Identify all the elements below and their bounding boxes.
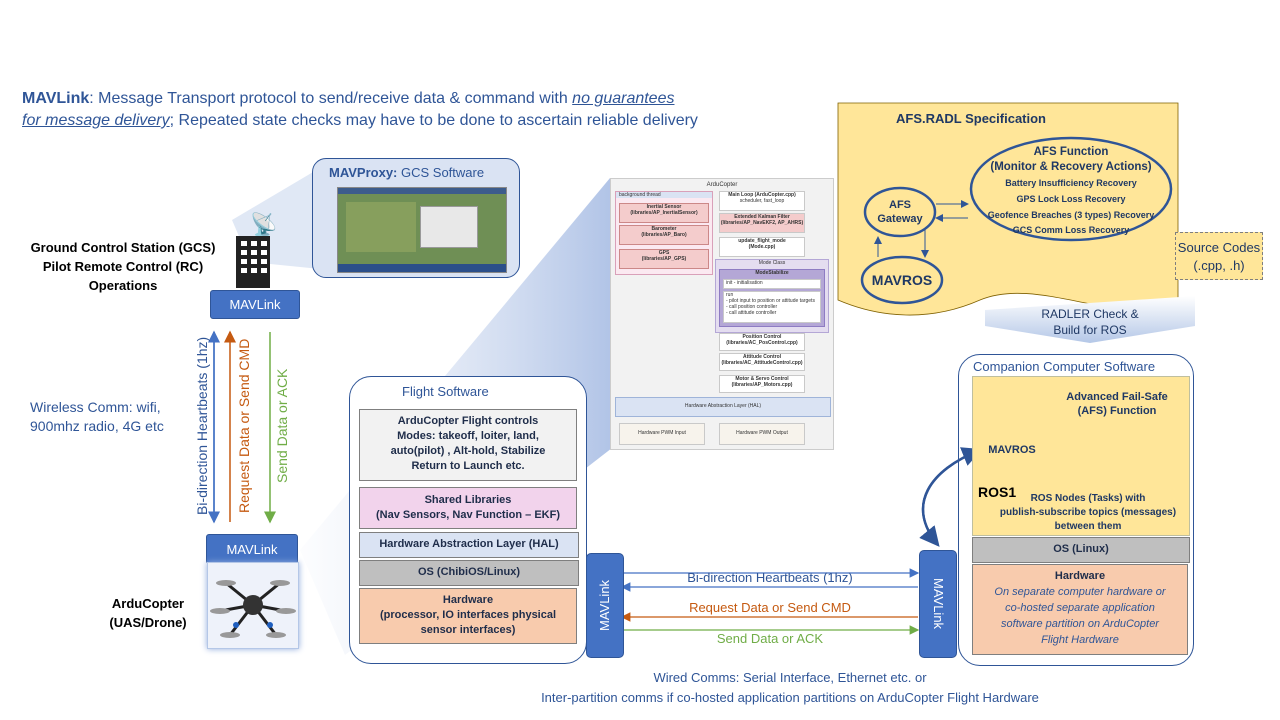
source-codes-box: Source Codes (.cpp, .h) [1175,232,1263,280]
afs-function-label: Advanced Fail-Safe (AFS) Function [1066,391,1168,417]
ros1-label: ROS1 [978,484,1017,500]
satellite-dish-icon: 📡 [250,212,278,237]
mavlink-term: MAVLink [22,90,90,107]
companion-hardware-box: Hardware On separate computer hardware o… [972,564,1188,655]
companion-title: Companion Computer Software [973,359,1156,374]
afs-recovery-list: Battery Insufficiency Recovery GPS Lock … [987,178,1155,235]
link-send-label: Send Data or ACK [716,631,824,646]
shared-libraries-box: Shared Libraries (Nav Sensors, Nav Funct… [359,487,577,529]
mavproxy-panel: MAVProxy: GCS Software [312,158,520,278]
afs-gateway-node: AFS Gateway [877,199,923,225]
afs-mavros-node: MAVROS [871,272,933,288]
flight-software-title: Flight Software [402,384,489,399]
wireless-comm-label: Wireless Comm: wifi, 900mhz radio, 4G et… [30,399,164,434]
request-label-vertical: Request Data or Send CMD [236,338,252,514]
drone-icon [210,580,296,638]
heartbeat-label-vertical: Bi-direction Heartbeats (1hz) [194,336,210,516]
afs-function-ellipse [969,136,1173,242]
header-description: MAVLink: Message Transport protocol to s… [22,90,698,129]
afs-spec-title: AFS.RADL Specification [896,111,1047,126]
radler-label: RADLER Check & Build for ROS [1041,307,1139,337]
drone-mavlink-box[interactable]: MAVLink [206,534,298,564]
os-chibios-box: OS (ChibiOS/Linux) [359,560,579,586]
companion-computer-panel: Companion Computer Software [958,354,1194,666]
left-mavlink-port[interactable]: MAVLink [586,553,624,658]
wired-comms-note: Wired Comms: Serial Interface, Ethernet … [541,670,1039,705]
send-label-vertical: Send Data or ACK [274,368,290,484]
message-delivery-link[interactable]: for message delivery [22,112,170,129]
drone-image [207,562,299,649]
flight-software-panel: Flight Software ArduCopter Flight contro… [349,376,587,664]
drone-label: ArduCopter (UAS/Drone) [109,596,187,630]
mavproxy-screenshot [337,187,507,273]
radler-arrow [985,296,1195,343]
no-guarantees-link[interactable]: no guarantees [572,90,675,107]
gcs-label: Ground Control Station (GCS) Pilot Remot… [30,240,216,293]
ros-nodes-text: ROS Nodes (Tasks) with publish-subscribe… [999,493,1177,532]
hardware-box: Hardware (processor, IO interfaces physi… [359,588,577,644]
arducopter-architecture-diagram: ArduCopter background thread Inertial Se… [610,178,834,450]
afs-function-text: AFS Function (Monitor & Recovery Actions… [990,146,1152,173]
gcs-mavlink-box[interactable]: MAVLink [210,290,300,319]
companion-mavros-node: MAVROS [988,444,1036,456]
right-mavlink-port[interactable]: MAVLink [919,550,957,658]
ros1-area [972,376,1190,536]
link-request-label: Request Data or Send CMD [689,600,851,615]
gcs-building-icon [236,236,270,288]
arducopter-controls-box: ArduCopter Flight controls Modes: takeof… [359,409,577,481]
hal-box: Hardware Abstraction Layer (HAL) [359,532,579,558]
os-linux-box: OS (Linux) [972,537,1190,563]
mavproxy-title: MAVProxy: GCS Software [329,165,485,180]
link-heartbeat-label: Bi-direction Heartbeats (1hz) [687,570,853,585]
